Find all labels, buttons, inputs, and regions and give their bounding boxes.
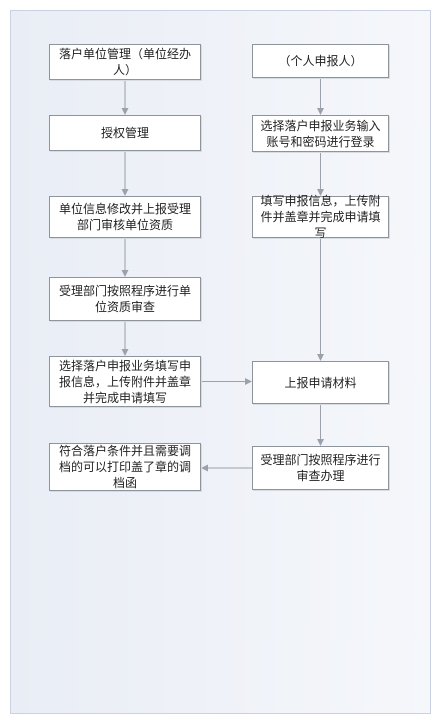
node-review-processing: 受理部门按照程序进行审查办理 xyxy=(252,446,389,490)
node-label: 授权管理 xyxy=(100,126,149,140)
node-unit-fill-application: 选择落户申报业务填写申报信息，上传附件并盖章并完成申请填写 xyxy=(49,356,201,407)
node-submit-materials: 上报申请材料 xyxy=(252,361,389,404)
node-unit-info-submit: 单位信息修改并上报受理部门审核单位资质 xyxy=(49,196,201,238)
node-login: 选择落户申报业务输入账号和密码进行登录 xyxy=(252,115,389,152)
node-label: 受理部门按照程序进行单位资质审查 xyxy=(58,284,191,314)
node-unit-management: 落户单位管理（单位经办人） xyxy=(49,44,201,80)
node-authorization: 授权管理 xyxy=(49,115,201,151)
node-label: 选择落户申报业务输入账号和密码进行登录 xyxy=(260,118,381,149)
node-label: 落户单位管理（单位经办人） xyxy=(58,47,191,77)
node-label: 选择落户申报业务填写申报信息，上传附件并盖章并完成申请填写 xyxy=(58,358,191,405)
node-label: 单位信息修改并上报受理部门审核单位资质 xyxy=(58,202,191,232)
node-label: 符合落户条件并且需要调档的可以打印盖了章的调档函 xyxy=(58,444,191,490)
node-individual-fill-application: 填写申报信息，上传附件并盖章并完成申请填写 xyxy=(252,194,389,240)
node-print-transfer-letter: 符合落户条件并且需要调档的可以打印盖了章的调档函 xyxy=(49,443,201,491)
node-label: 上报申请材料 xyxy=(284,375,357,390)
node-label: 填写申报信息，上传附件并盖章并完成申请填写 xyxy=(260,194,381,240)
node-unit-qualification-review: 受理部门按照程序进行单位资质审查 xyxy=(49,277,201,321)
node-label: （个人申报人） xyxy=(278,54,363,68)
node-label: 受理部门按照程序进行审查办理 xyxy=(260,453,381,483)
node-individual-applicant: （个人申报人） xyxy=(252,44,389,78)
